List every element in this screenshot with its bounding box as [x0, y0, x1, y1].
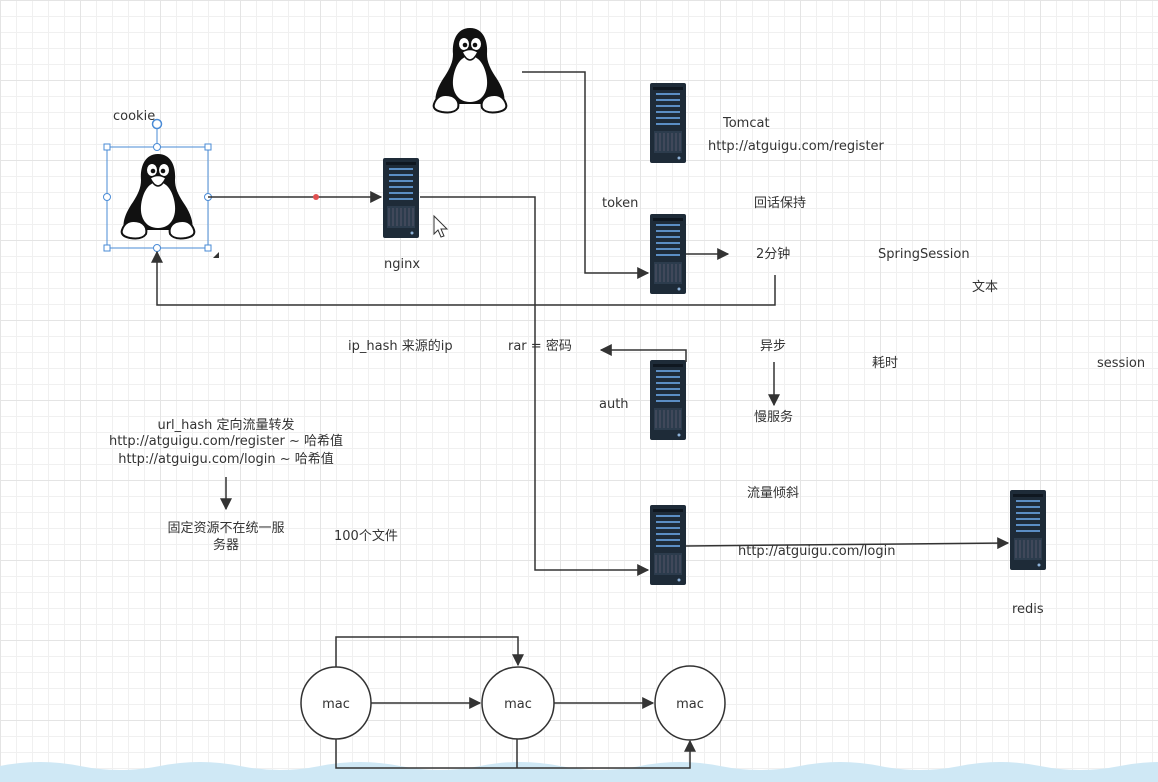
session-label: session [1097, 356, 1146, 371]
mac-node-2-label: mac [504, 697, 532, 712]
register-hash-label: http://atguigu.com/register ~ 哈希值 [108, 434, 344, 449]
mac-node-2[interactable]: mac [481, 666, 555, 740]
cookie-label: cookie [113, 109, 156, 124]
mouse-cursor-icon [433, 214, 449, 238]
mac-node-1[interactable]: mac [300, 666, 372, 740]
linux-top-icon [432, 27, 508, 114]
url-hash-label: url_hash 定向流量转发 [157, 418, 295, 433]
traffic-skew-label: 流量倾斜 [747, 486, 800, 501]
slow-service-label: 慢服务 [754, 410, 794, 425]
nginx-to-login-line[interactable] [420, 196, 650, 576]
two-min-label: 2分钟 [756, 247, 791, 262]
session-server-icon[interactable] [649, 213, 687, 295]
mac-node-3-label: mac [676, 697, 704, 712]
login-to-redis-line[interactable] [685, 537, 1010, 550]
login-server-icon[interactable] [649, 504, 687, 586]
register-url-label: http://atguigu.com/register [708, 139, 884, 154]
mac-node-1-label: mac [322, 697, 350, 712]
session-keep-label: 回话保持 [754, 196, 807, 211]
auth-to-rar-line[interactable] [599, 344, 687, 362]
nginx-server-icon[interactable] [382, 157, 420, 239]
selection-box[interactable] [103, 118, 220, 259]
nginx-label: nginx [384, 257, 421, 272]
mac-node-3[interactable]: mac [654, 665, 726, 741]
tomcat-label: Tomcat [723, 116, 770, 131]
login-hash-label: http://atguigu.com/login ~ 哈希值 [118, 452, 334, 467]
fixed-resource-label-line1: 固定资源不在统一服 [167, 521, 285, 536]
auth-label: auth [599, 397, 629, 412]
mac1-bottom-to-mac3-line[interactable] [335, 738, 696, 769]
return-to-client-line[interactable] [151, 250, 776, 306]
async-label: 异步 [760, 339, 787, 354]
rar-label: rar = 密码 [508, 339, 572, 354]
tomcat-server-icon[interactable] [649, 82, 687, 164]
water-decoration [0, 762, 1158, 782]
spring-session-label: SpringSession [878, 247, 970, 262]
time-consuming-label: 耗时 [872, 356, 899, 371]
ip-hash-label: ip_hash 来源的ip [348, 339, 453, 354]
linux-client-icon[interactable] [120, 153, 196, 240]
auth-server-icon[interactable] [649, 359, 687, 441]
redis-label: redis [1012, 602, 1044, 617]
token-label: token [602, 196, 639, 211]
fixed-resource-label-line2: 务器 [212, 538, 239, 553]
connector-dot [313, 194, 319, 200]
login-url-label: http://atguigu.com/login [738, 544, 896, 559]
text-label: 文本 [972, 280, 999, 295]
mac1-top-to-mac2-line[interactable] [335, 636, 524, 668]
top-to-session-line[interactable] [522, 71, 650, 279]
hundred-files-label: 100个文件 [334, 529, 398, 544]
redis-server-icon[interactable] [1009, 489, 1047, 571]
